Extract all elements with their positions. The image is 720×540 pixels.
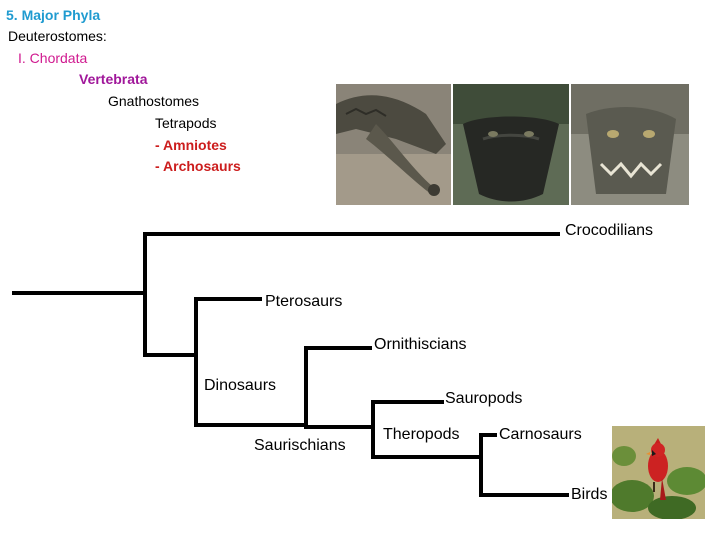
- crocodile-photo: [571, 84, 689, 205]
- label-carnosaurs: Carnosaurs: [499, 426, 582, 443]
- heading-tetrapods: Tetrapods: [155, 115, 217, 131]
- heading-chordata: I. Chordata: [18, 50, 88, 66]
- heading-vertebrata: Vertebrata: [79, 71, 148, 87]
- label-sauropods: Sauropods: [445, 390, 523, 407]
- label-birds: Birds: [571, 486, 608, 503]
- gharial-photo: [336, 84, 451, 205]
- heading-archosaurs: - Archosaurs: [155, 158, 241, 174]
- label-theropods: Theropods: [383, 426, 460, 443]
- label-saurischians: Saurischians: [254, 437, 346, 454]
- label-pterosaurs: Pterosaurs: [265, 293, 343, 310]
- cardinal-bird-photo: [612, 426, 705, 519]
- page-title: 5. Major Phyla: [6, 7, 101, 23]
- alligator-photo: [453, 84, 569, 205]
- label-ornithiscians: Ornithiscians: [374, 336, 467, 353]
- heading-deuterostomes: Deuterostomes:: [8, 28, 107, 44]
- label-dinosaurs: Dinosaurs: [204, 377, 277, 394]
- label-crocodilians: Crocodilians: [565, 222, 654, 239]
- heading-gnathostomes: Gnathostomes: [108, 93, 200, 109]
- heading-amniotes: - Amniotes: [155, 137, 227, 153]
